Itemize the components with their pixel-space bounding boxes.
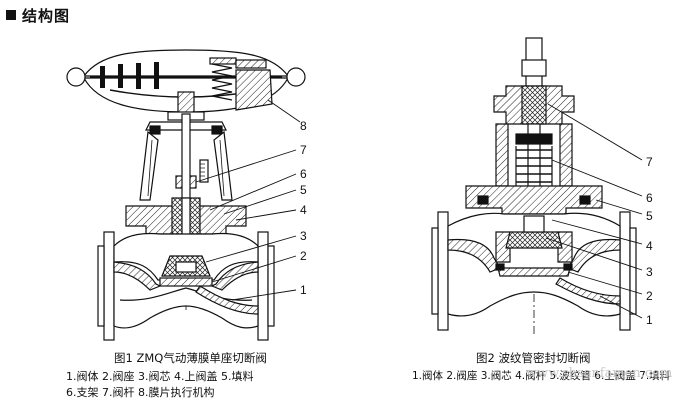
figure2-callouts: 7 6 5 4 3 2 1 [646,155,653,327]
figure2-callout-6: 6 [646,191,653,205]
figure1-callout-2: 2 [300,249,307,263]
figure1-callout-4: 4 [300,203,307,217]
figure1-callouts: 8 7 6 5 4 3 2 1 [300,119,307,297]
figure1-callout-8: 8 [300,119,307,133]
figure2-callout-7: 7 [646,155,653,169]
figure2-leaders [545,103,643,319]
section-title: 结构图 [22,6,71,25]
figure2-callout-4: 4 [646,239,653,253]
figure2-legend-line1: 1.阀体 2.阀座 3.阀芯 4.阀杆 5.波纹管 6.上阀盖 7.填料 [412,370,671,382]
figure2-drawing [431,37,637,334]
figure2-caption: 图2 波纹管密封切断阀 [476,351,591,365]
figure1-callout-5: 5 [300,183,307,197]
figure2-callout-2: 2 [646,289,653,303]
figure1-leaders [195,99,301,301]
section-heading: 结构图 [6,4,70,26]
figure1-callout-6: 6 [300,167,307,181]
figure1-legend-line1: 1.阀体 2.阀座 3.阀芯 4.上阀盖 5.填料 [66,370,254,383]
watermark-text: www.shsanfamen.com [526,366,673,381]
figure1-caption: 图1 ZMQ气动薄膜单座切断阀 [114,351,267,365]
figure2-callout-3: 3 [646,265,653,279]
figure2-callout-1: 1 [646,313,653,327]
figure1-callout-1: 1 [300,283,307,297]
square-bullet-icon [6,10,16,20]
figure1-callout-7: 7 [300,143,307,157]
figure1-legend-line2: 6.支架 7.阀杆 8.膜片执行机构 [66,386,215,399]
figure1-drawing [66,49,306,341]
figure2-callout-5: 5 [646,209,653,223]
figure1-callout-3: 3 [300,229,307,243]
